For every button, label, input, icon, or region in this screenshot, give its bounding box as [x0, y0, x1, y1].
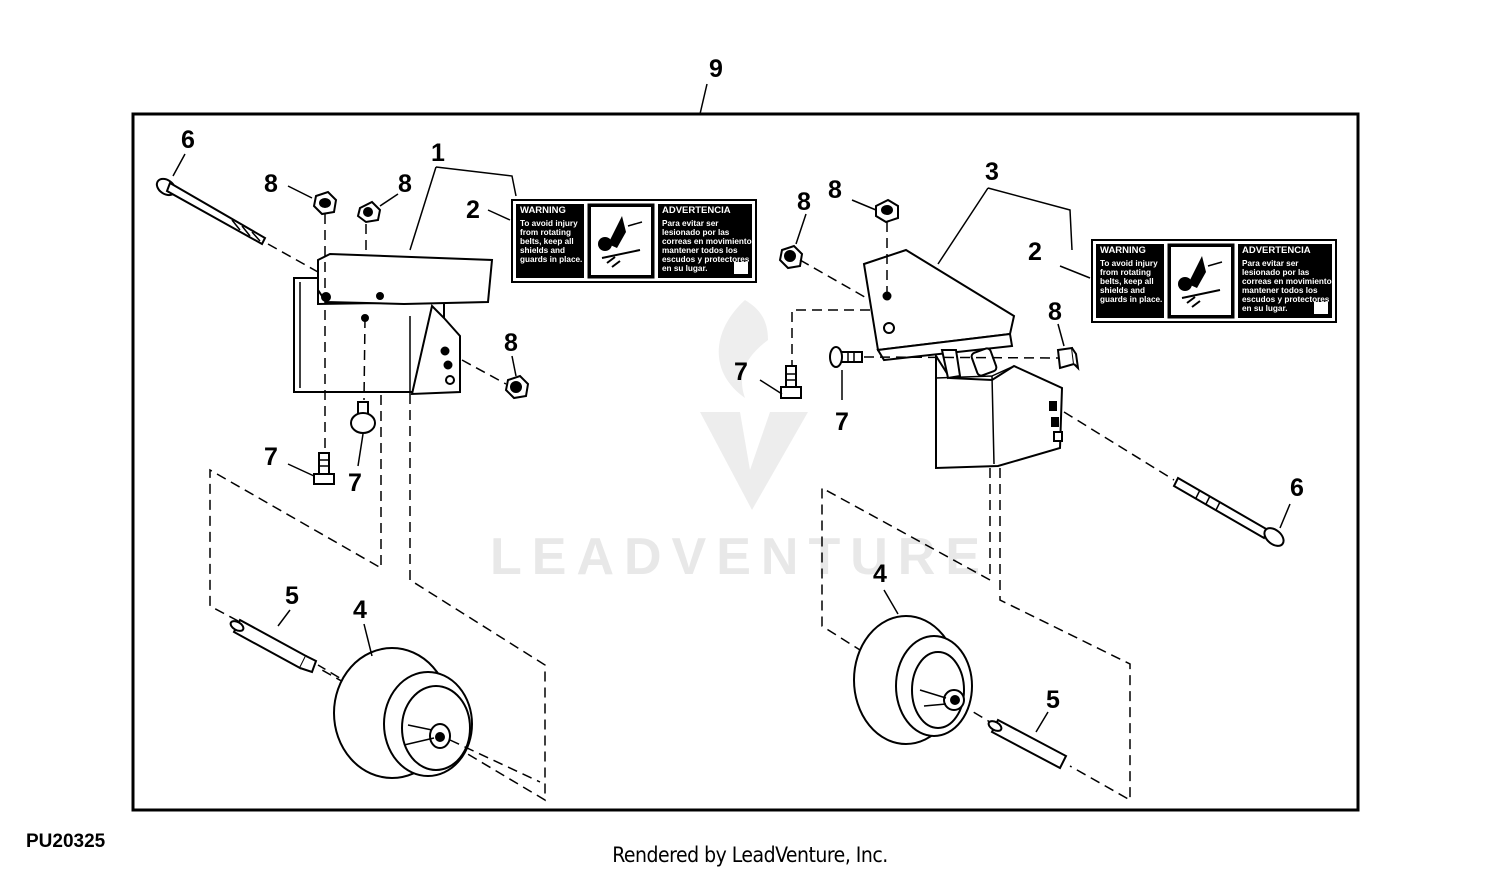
nut-8-top [312, 190, 338, 216]
callout-9: 9 [709, 55, 723, 83]
watermark-text: LEADVENTURE [490, 528, 990, 586]
svg-text:mantener todos los: mantener todos los [1242, 286, 1318, 295]
warning-decal-2-left: WARNING To avoid injury from rotating be… [511, 199, 757, 283]
callout-4-right: 4 [873, 560, 887, 588]
callout-labels: 9 6 1 8 8 2 8 7 7 5 4 3 8 8 2 8 7 7 6 4 … [181, 55, 1304, 714]
bracket-1 [293, 252, 494, 396]
svg-text:correas en movimiento,: correas en movimiento, [1242, 277, 1334, 286]
callout-6-right: 6 [1290, 474, 1304, 502]
callout-8-b: 8 [398, 170, 412, 198]
svg-text:mantener todos los: mantener todos los [662, 246, 738, 255]
svg-text:escudos y protectores: escudos y protectores [1242, 295, 1330, 304]
left-assembly-lines [209, 214, 546, 802]
axle-pin-5-left [229, 618, 318, 674]
svg-text:lesionado por las: lesionado por las [1242, 268, 1310, 277]
svg-text:guards in place.: guards in place. [520, 255, 582, 264]
svg-text:Para evitar ser: Para evitar ser [662, 219, 719, 228]
nut-8-right-r [1056, 346, 1080, 371]
watermark-logo: LEADVENTURE [490, 300, 990, 586]
assembly-frame [131, 112, 1360, 812]
nut-8-top-right [356, 200, 382, 224]
callout-7-d: 7 [835, 408, 849, 436]
callout-2-right: 2 [1028, 238, 1042, 266]
bolt-6-left [155, 177, 319, 273]
svg-text:lesionado por las: lesionado por las [662, 228, 730, 237]
bracket-3 [862, 248, 1064, 470]
svg-text:belts, keep all: belts, keep all [1100, 277, 1154, 286]
left-gauge-wheel-assembly: WARNING To avoid injury from rotating be… [155, 153, 757, 802]
right-callout-leaders [759, 187, 1291, 733]
carriage-bolt-7-a [313, 452, 335, 485]
svg-text:shields and: shields and [520, 246, 565, 255]
carriage-bolt-7-c [780, 365, 802, 399]
callout-7-b: 7 [348, 469, 362, 497]
svg-text:Para evitar ser: Para evitar ser [1242, 259, 1299, 268]
callout-7-c: 7 [734, 358, 748, 386]
svg-text:belts, keep all: belts, keep all [520, 237, 574, 246]
warning-decal-2-right: WARNING To avoid injury from rotating be… [1091, 239, 1337, 323]
wheel-4-left [333, 647, 541, 783]
svg-text:To avoid injury: To avoid injury [520, 219, 578, 228]
svg-text:To avoid injury: To avoid injury [1100, 259, 1158, 268]
svg-text:en su lugar.: en su lugar. [1242, 304, 1288, 313]
nut-8-left-r [778, 244, 804, 270]
svg-text:WARNING: WARNING [1100, 245, 1146, 256]
callout-3: 3 [985, 158, 999, 186]
axle-pin-5-right [987, 718, 1068, 770]
svg-text:from rotating: from rotating [1100, 268, 1151, 277]
callout-4-left: 4 [353, 596, 367, 624]
callout-5-right: 5 [1046, 686, 1060, 714]
callout-2-left: 2 [466, 196, 480, 224]
callout-8-d: 8 [828, 176, 842, 204]
svg-text:correas en movimiento,: correas en movimiento, [662, 237, 754, 246]
svg-text:from rotating: from rotating [520, 228, 571, 237]
footer-credit: Rendered by LeadVenture, Inc. [612, 843, 888, 867]
decal-warning-title: WARNING [520, 205, 566, 216]
callout-6-left: 6 [181, 126, 195, 154]
carriage-bolt-7-b [350, 401, 376, 434]
carriage-bolt-7-d [829, 346, 863, 368]
svg-text:escudos y protectores: escudos y protectores [662, 255, 750, 264]
decal-advertencia-title: ADVERTENCIA [662, 205, 731, 216]
svg-text:guards in place.: guards in place. [1100, 295, 1162, 304]
bolt-6-right [1172, 476, 1285, 547]
callout-7-a: 7 [264, 443, 278, 471]
callout-8-e: 8 [797, 188, 811, 216]
svg-text:shields and: shields and [1100, 286, 1145, 295]
callout-8-a: 8 [264, 170, 278, 198]
right-gauge-wheel-assembly: WARNING To avoid injury from rotating be… [759, 187, 1337, 802]
nut-8-side [504, 374, 530, 400]
svg-text:en su lugar.: en su lugar. [662, 264, 708, 273]
left-callout-leaders [172, 153, 517, 657]
callout-8-f: 8 [1048, 298, 1062, 326]
callout-5-left: 5 [285, 582, 299, 610]
figure-id: PU20325 [26, 831, 106, 852]
svg-text:ADVERTENCIA: ADVERTENCIA [1242, 245, 1311, 256]
callout-1: 1 [431, 139, 445, 167]
nut-8-top-r [875, 198, 899, 224]
callout-8-c: 8 [504, 329, 518, 357]
wheel-4-right [853, 615, 973, 745]
